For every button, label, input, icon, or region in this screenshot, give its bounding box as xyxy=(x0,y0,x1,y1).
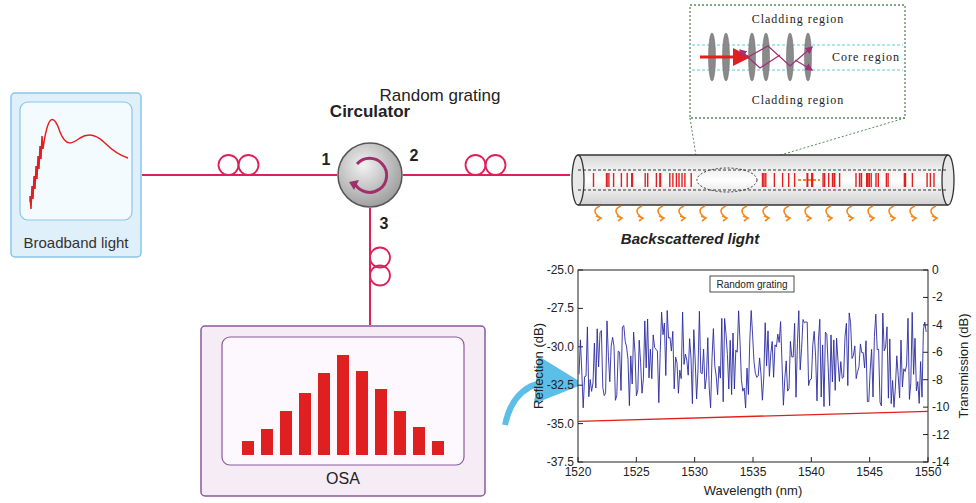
part-label: Cladding region xyxy=(752,93,845,108)
axis-label: -27.5 xyxy=(547,301,574,315)
axis-label: -2 xyxy=(932,290,943,304)
axis-label: 1545 xyxy=(856,465,883,479)
node-label: Broadband light xyxy=(23,234,128,251)
node-shape xyxy=(337,142,403,208)
axis-label: -32.5 xyxy=(547,378,574,392)
scattered-ray xyxy=(740,50,780,68)
axis-label: 1535 xyxy=(740,465,767,479)
axis-label: Wavelength (nm) xyxy=(704,483,803,498)
axis-label: 1530 xyxy=(681,465,708,479)
axis-label: -8 xyxy=(932,373,943,387)
axis-label: 1550 xyxy=(915,465,942,479)
part-label: Core region xyxy=(831,50,901,65)
incident-ray xyxy=(700,56,748,59)
axis-label: -30.0 xyxy=(547,340,574,354)
spectrum-chart xyxy=(578,270,928,462)
axis-label: -4 xyxy=(932,318,943,332)
axis-label: 0 xyxy=(932,263,939,277)
reflection-trace xyxy=(579,311,926,409)
fiber-connector xyxy=(403,155,570,175)
axis-label: Transmission (dB) xyxy=(956,314,971,419)
axis-label: Reflection (dB) xyxy=(531,323,546,409)
light-source-box: Broadband light xyxy=(10,92,142,258)
legend-box xyxy=(710,276,794,292)
port-number: 1 xyxy=(322,151,331,169)
axis-label: -12 xyxy=(932,428,949,442)
part-label: Random grating xyxy=(380,86,501,106)
fiber-connector xyxy=(370,208,390,325)
osa-box: OSA xyxy=(200,325,486,497)
circulator: Circulator xyxy=(337,142,403,208)
axis-label: 1520 xyxy=(565,465,592,479)
port-number: 2 xyxy=(410,147,419,165)
axis-label: -35.0 xyxy=(547,417,574,431)
scattered-ray xyxy=(795,60,812,70)
axis-label: Random grating xyxy=(716,279,787,290)
fiber-grating: Backscattered light xyxy=(570,148,960,248)
axis-label: 1540 xyxy=(798,465,825,479)
axis-label: -6 xyxy=(932,345,943,359)
axis-label: 1525 xyxy=(623,465,650,479)
node-label: Backscattered light xyxy=(621,230,759,247)
axis-label: -10 xyxy=(932,400,949,414)
plot-frame xyxy=(578,270,928,462)
fiber-connector xyxy=(142,155,337,175)
inset-frame xyxy=(690,5,905,118)
scattered-ray xyxy=(748,46,812,66)
part-label: Cladding region xyxy=(752,12,845,27)
port-number: 3 xyxy=(380,215,389,233)
axis-label: -25.0 xyxy=(547,263,574,277)
node-label: OSA xyxy=(326,470,360,488)
node-shape xyxy=(10,92,142,258)
transmission-trace xyxy=(578,411,928,421)
